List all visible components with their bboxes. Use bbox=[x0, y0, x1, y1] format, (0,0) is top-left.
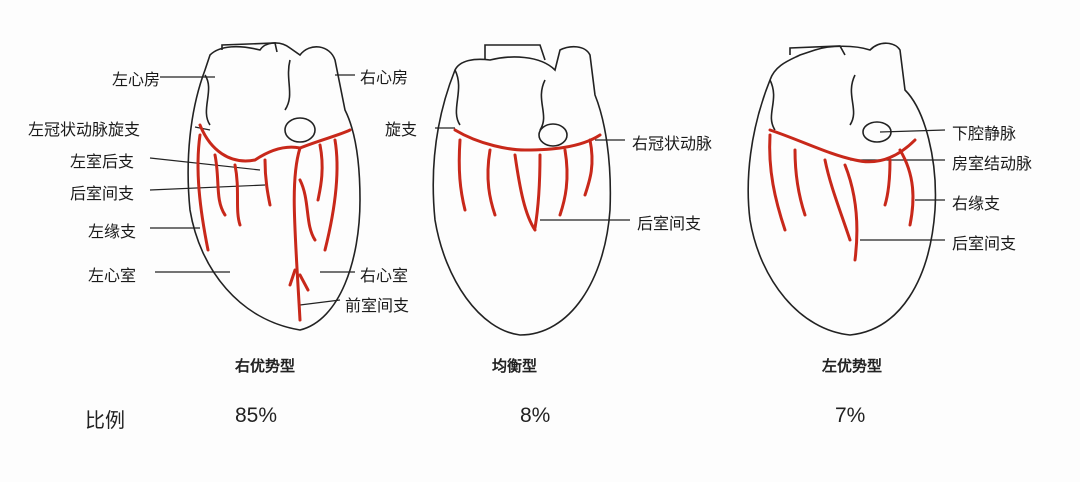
label-left-ventricle: 左心室 bbox=[88, 266, 137, 285]
label-inferior-vena-cava: 下腔静脉 bbox=[952, 124, 1017, 143]
leader-lines bbox=[149, 74, 946, 306]
heart-balanced bbox=[432, 44, 612, 336]
label-posterior-interventricular: 后室间支 bbox=[952, 234, 1017, 253]
percent-left-dominant: 7% bbox=[835, 404, 866, 427]
caption-right-dominant: 右优势型 bbox=[235, 357, 296, 375]
label-left-marginal: 左缘支 bbox=[88, 222, 137, 241]
label-right-marginal: 右缘支 bbox=[952, 194, 1001, 213]
label-posterior-interventricular: 后室间支 bbox=[70, 184, 135, 203]
coronary-arteries bbox=[196, 123, 917, 322]
label-posterior-lv-branch: 左室后支 bbox=[70, 152, 135, 171]
ratio-label: 比例 bbox=[85, 408, 125, 432]
label-circumflex: 旋支 bbox=[385, 120, 418, 139]
label-right-coronary: 右冠状动脉 bbox=[632, 134, 713, 153]
label-right-atrium: 右心房 bbox=[360, 68, 409, 87]
label-left-atrium: 左心房 bbox=[112, 70, 161, 89]
percent-right-dominant: 85% bbox=[235, 404, 278, 427]
label-posterior-interventricular: 后室间支 bbox=[637, 214, 702, 233]
heart-left-dominant bbox=[747, 42, 937, 336]
percent-balanced: 8% bbox=[520, 404, 551, 427]
label-av-node-artery: 房室结动脉 bbox=[952, 154, 1033, 173]
heart-right-dominant bbox=[187, 42, 361, 331]
label-circumflex: 左冠状动脉旋支 bbox=[28, 120, 141, 139]
caption-balanced: 均衡型 bbox=[492, 357, 538, 375]
label-anterior-interventricular: 前室间支 bbox=[345, 296, 410, 315]
caption-left-dominant: 左优势型 bbox=[822, 357, 883, 375]
label-right-ventricle: 右心室 bbox=[360, 266, 409, 285]
